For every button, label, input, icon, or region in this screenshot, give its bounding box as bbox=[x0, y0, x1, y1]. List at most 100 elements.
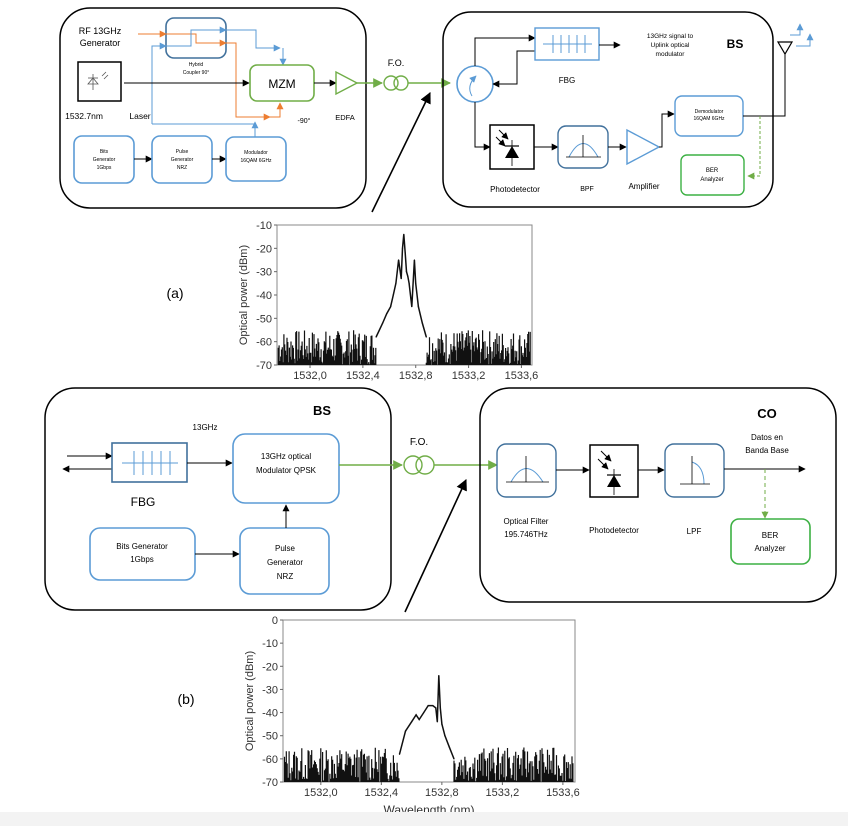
x-tick-label: 1532,4 bbox=[365, 787, 399, 799]
panel-a-label: (a) bbox=[166, 285, 183, 301]
demodulator-label-2: 16QAM 6GHz bbox=[693, 116, 725, 122]
pointer-arrow-a bbox=[371, 91, 431, 213]
hybrid-coupler-label-1: Hybrid bbox=[189, 62, 204, 68]
spectrum-point bbox=[405, 271, 408, 273]
circulator-icon[interactable] bbox=[456, 65, 494, 103]
modulator-feed-line bbox=[152, 123, 256, 135]
fiber-label-a: F.O. bbox=[388, 58, 405, 68]
lpf-label: LPF bbox=[687, 527, 702, 536]
spectrum-point bbox=[436, 721, 438, 723]
bpf-label: BPF bbox=[580, 186, 594, 193]
ber-analyzer-block-b[interactable] bbox=[730, 518, 811, 565]
x-tick-label: 1532,0 bbox=[293, 370, 327, 382]
laser-wavelength-label: 1532.7nm bbox=[65, 111, 103, 121]
spectrum-point bbox=[395, 282, 397, 284]
spectrum-point bbox=[415, 714, 417, 716]
blue-to-mzm-path bbox=[226, 29, 281, 52]
fbg-grating-icon-b bbox=[122, 451, 178, 475]
lpf-block[interactable] bbox=[664, 443, 725, 498]
photodiode-icon bbox=[495, 129, 519, 166]
baseband-label-1: Datos en bbox=[751, 433, 783, 442]
transmitter-frame bbox=[59, 7, 367, 209]
y-tick-label: -40 bbox=[256, 290, 272, 302]
x-tick-label: 1532,4 bbox=[346, 370, 380, 382]
laser-block[interactable] bbox=[77, 61, 122, 102]
phase-label: -90° bbox=[298, 117, 311, 125]
y-tick-label: -40 bbox=[262, 708, 278, 720]
uplink-note-1: 13GHz signal to bbox=[647, 33, 694, 40]
laser-diode-icon bbox=[87, 71, 109, 90]
rf-coupler-orange-path bbox=[166, 33, 227, 47]
spectrum-point bbox=[421, 322, 423, 324]
x-tick-label: 1533,2 bbox=[486, 787, 520, 799]
co-frame bbox=[479, 387, 837, 603]
fbg-grating-icon bbox=[543, 35, 592, 53]
y-tick-label: -10 bbox=[262, 638, 278, 650]
ber-analyzer-block-a[interactable] bbox=[680, 154, 745, 196]
optical-modulator-qpsk-block[interactable] bbox=[232, 433, 340, 504]
ber-label-a-2: Analyzer bbox=[700, 177, 723, 183]
pulse-generator-b-label-1: Pulse bbox=[275, 544, 296, 553]
y-tick-label: -20 bbox=[262, 661, 278, 673]
mzm-label: MZM bbox=[268, 77, 295, 91]
pulse-generator-block-b[interactable] bbox=[239, 527, 330, 595]
spectrum-point bbox=[427, 705, 429, 707]
fbg-label-a: FBG bbox=[559, 76, 575, 85]
spectrum-point bbox=[438, 674, 440, 677]
y-tick-label: -20 bbox=[256, 243, 272, 255]
x-tick-label: 1532,8 bbox=[425, 787, 459, 799]
modulator-16qam-block[interactable] bbox=[225, 136, 287, 182]
fiber-link-a: F.O. bbox=[357, 58, 451, 213]
amplifier-icon[interactable] bbox=[626, 128, 661, 166]
y-tick-label: -50 bbox=[262, 731, 278, 743]
spectrum-point bbox=[397, 259, 400, 261]
spectrum-point bbox=[375, 336, 377, 338]
optical-filter-label-1: Optical Filter bbox=[504, 517, 549, 526]
bs-frame-a bbox=[442, 11, 774, 208]
photodiode-icon-b bbox=[597, 450, 621, 495]
fiber-spool-icon-b bbox=[403, 455, 423, 475]
hybrid-coupler-label-2: Coupler 90° bbox=[183, 70, 209, 76]
bs-title-b: BS bbox=[313, 403, 331, 418]
panel-b-bs: BS 13GHz FBG 13GHz optical Modulator QPS… bbox=[44, 387, 392, 611]
spectrum-point bbox=[432, 705, 434, 707]
antenna-icon bbox=[776, 23, 814, 58]
uplink-note-3: modulator bbox=[656, 51, 686, 58]
x-tick-label: 1533,6 bbox=[546, 787, 580, 799]
pulse-generator-b-label-3: NRZ bbox=[277, 572, 294, 581]
panel-a-transmitter: RF 13GHz Generator Hybrid Coupler 90° 15… bbox=[59, 7, 367, 209]
pulse-generator-b-label-2: Generator bbox=[267, 558, 303, 567]
spectrum-point bbox=[392, 294, 394, 296]
panel-a-bs: BS FBG 13GHz signal to Uplink optical mo… bbox=[442, 11, 814, 208]
footer-strip bbox=[0, 812, 848, 826]
bits-generator-label-2: Generator bbox=[93, 157, 116, 163]
uplink-note-2: Uplink optical bbox=[651, 42, 690, 49]
spectrum-point bbox=[448, 746, 451, 748]
bits-generator-block-b[interactable] bbox=[89, 527, 196, 581]
demod-to-antenna-line bbox=[743, 58, 786, 117]
noise-floor-trace bbox=[283, 747, 574, 782]
bits-generator-b-label-2: 1Gbps bbox=[130, 555, 154, 564]
spectrum-point bbox=[403, 233, 405, 235]
hybrid-coupler-block[interactable] bbox=[165, 17, 227, 59]
spectrum-point bbox=[418, 718, 420, 721]
y-tick-label: -60 bbox=[262, 754, 278, 766]
demodulator-label-1: Demodulator bbox=[695, 109, 724, 115]
y-axis-label: Optical power (dBm) bbox=[244, 651, 256, 751]
spectrum-trace bbox=[375, 234, 428, 338]
panel-b-label: (b) bbox=[177, 691, 194, 707]
photodetector-label-b: Photodetector bbox=[589, 526, 639, 535]
spectrum-point bbox=[398, 753, 401, 755]
bits-generator-label-1: Bits bbox=[100, 149, 109, 155]
spectrum-point bbox=[407, 275, 409, 277]
optical-filter-block[interactable] bbox=[496, 443, 557, 498]
panel-b-co: CO Optical Filter 195.746THz Photodetect… bbox=[479, 387, 837, 603]
edfa-amplifier-icon[interactable] bbox=[335, 70, 359, 96]
spectrum-point bbox=[425, 336, 427, 338]
fbg-label-b: FBG bbox=[131, 495, 156, 509]
x-tick-label: 1533,6 bbox=[505, 370, 539, 382]
bs-frame-b bbox=[44, 387, 392, 611]
rf-to-mzm-arrow bbox=[270, 102, 284, 118]
